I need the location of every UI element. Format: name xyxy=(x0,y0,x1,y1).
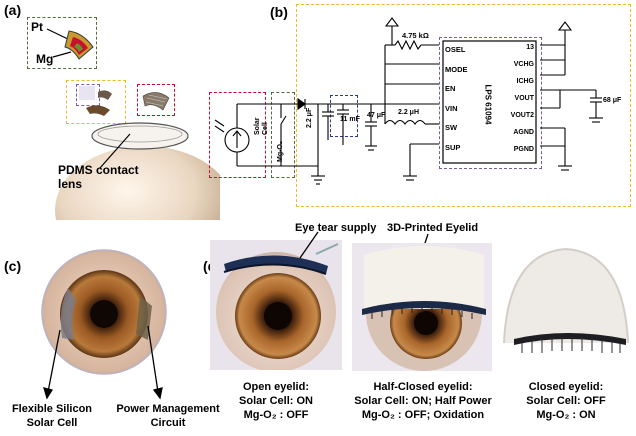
half-closed-eyelid-photo xyxy=(352,243,492,371)
caption-open-mg: Mg-O₂ : OFF xyxy=(243,409,309,421)
eye-tear-supply-label: Eye tear supply xyxy=(295,222,377,234)
pin-vchg: VCHG xyxy=(513,61,534,68)
mg-o2-cell-illustration xyxy=(46,28,94,60)
open-eyelid-photo xyxy=(210,240,342,370)
pin-13: 13 xyxy=(526,44,534,51)
chip-pins-left: OSEL MODE EN VIN SW SUP xyxy=(445,40,468,157)
pt-mg-cell-box xyxy=(27,17,97,69)
c4-label: 68 μF xyxy=(603,97,622,104)
pin-osel: OSEL xyxy=(445,45,466,54)
pmc-callout: Power Management Circuit xyxy=(116,403,220,429)
resistor-label: 4.75 kΩ xyxy=(402,31,429,40)
solar-cell-circuit-box xyxy=(209,92,266,178)
caption-half-closed-eyelid: Half-Closed eyelid: Solar Cell: ON; Half… xyxy=(348,380,498,422)
pin-agnd: AGND xyxy=(513,129,534,136)
eye-with-lens-illustration xyxy=(55,122,220,220)
pin-en: EN xyxy=(445,84,456,93)
pin-mode: MODE xyxy=(445,64,468,74)
pin-vin: VIN xyxy=(445,103,458,113)
power-management-schematic xyxy=(214,17,603,185)
pin-ichg: ICHG xyxy=(516,78,535,85)
circuit-outer-box xyxy=(296,4,631,207)
pin-vout: VOUT xyxy=(514,95,534,102)
caption-open-solar: Solar Cell: ON xyxy=(239,395,313,407)
electrode-box-yellow xyxy=(66,80,126,124)
mgo2-circuit-box xyxy=(271,92,295,178)
caption-closed-title: Closed eyelid: xyxy=(528,381,604,393)
c2-label: 11 mF xyxy=(340,116,360,123)
pin-sup: SUP xyxy=(445,142,461,152)
solar-cell-box-red xyxy=(137,84,175,116)
chip-box xyxy=(439,37,542,169)
closed-eyelid-photo xyxy=(500,243,632,371)
pin-sw: SW xyxy=(445,123,458,132)
c3-label: 47 μF xyxy=(367,112,386,119)
panel-b-label: (b) xyxy=(270,4,288,20)
panel-c-label: (c) xyxy=(4,258,22,274)
caption-closed-eyelid: Closed eyelid: Solar Cell: OFF Mg-O₂ : O… xyxy=(510,380,622,422)
solar-cell-callout: Flexible Silicon Solar Cell xyxy=(11,403,93,429)
caption-open-title: Open eyelid: xyxy=(242,381,310,393)
panel-a-label: (a) xyxy=(4,2,22,18)
chip-pins-right: 13 VCHG ICHG VOUT VOUT2 AGND PGND xyxy=(500,39,534,158)
eyelid-label: 3D-Printed Eyelid xyxy=(387,222,479,234)
solar-cell-piece xyxy=(142,92,170,111)
caption-closed-mg: Mg-O₂ : ON xyxy=(536,409,596,421)
lens-electrodes xyxy=(79,86,112,116)
pdms-lens-label: PDMS contact lens xyxy=(58,163,139,191)
pin-pgnd: PGND xyxy=(513,146,534,153)
lens-on-eye-photo xyxy=(41,249,167,375)
caption-open-eyelid: Open eyelid: Solar Cell: ON Mg-O₂ : OFF xyxy=(224,380,328,422)
caption-half-mg: Mg-O₂ : OFF; Oxidation xyxy=(361,409,485,421)
caption-closed-solar: Solar Cell: OFF xyxy=(526,395,606,407)
pin-vout2: VOUT2 xyxy=(510,112,534,119)
inductor-label: 2.2 μH xyxy=(398,109,420,116)
mg-label: Mg xyxy=(36,52,54,66)
caption-half-solar: Solar Cell: ON; Half Power xyxy=(354,395,492,407)
pt-label: Pt xyxy=(31,20,43,34)
caption-half-title: Half-Closed eyelid: xyxy=(373,381,473,393)
